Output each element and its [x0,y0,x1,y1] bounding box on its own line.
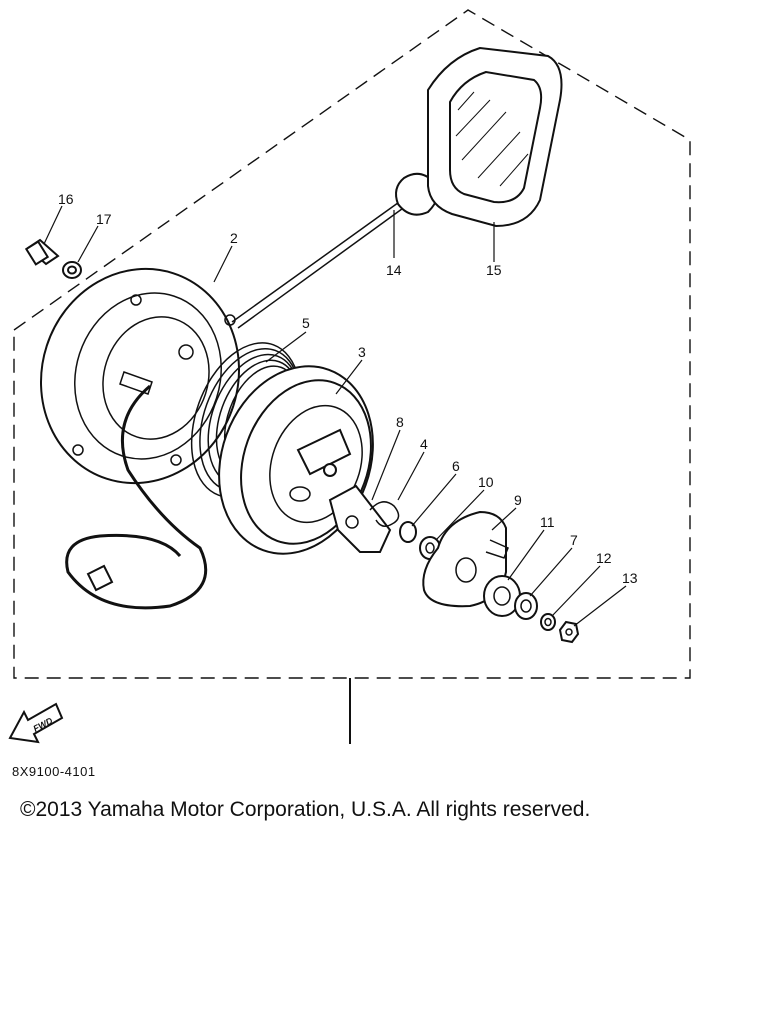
callout-14: 14 [386,262,402,278]
callout-2: 2 [230,230,238,246]
bolt-part-16 [24,238,60,266]
starter-handle [395,46,563,228]
washer-part-7 [514,592,538,620]
assembly-boundary [13,9,691,679]
callout-3: 3 [358,344,366,360]
starter-case [40,267,240,485]
callout-7: 7 [570,532,578,548]
diagram-code: 8X9100-4101 [12,764,96,779]
nut-part-13 [558,620,580,644]
friction-plate-part-11 [483,575,521,617]
copyright-notice: ©2013 Yamaha Motor Corporation, U.S.A. A… [20,798,591,821]
drive-pawl [328,484,392,553]
leader-lines [43,205,627,627]
return-spring [369,501,400,527]
callout-15: 15 [486,262,502,278]
wire-connector [86,564,114,592]
callout-13: 13 [622,570,638,586]
callout-9: 9 [514,492,522,508]
callout-16: 16 [58,191,74,207]
callout-8: 8 [396,414,404,430]
collar-part-6 [399,521,417,543]
washer-part-17 [62,261,82,279]
stop-switch-wire [65,384,208,610]
callout-12: 12 [596,550,612,566]
drive-pawl-hole [345,515,359,529]
callout-5: 5 [302,315,310,331]
callout-10: 10 [478,474,494,490]
exploded-parts-diagram: 16 17 2 14 15 5 3 8 4 6 10 9 11 7 12 13 … [8,9,691,744]
washer-part-12 [540,613,556,631]
starter-rope [231,199,407,329]
callout-6: 6 [452,458,460,474]
fwd-arrow-icon: FWD [8,702,64,744]
callout-17: 17 [96,211,112,227]
callout-4: 4 [420,436,428,452]
callout-11: 11 [540,514,555,530]
